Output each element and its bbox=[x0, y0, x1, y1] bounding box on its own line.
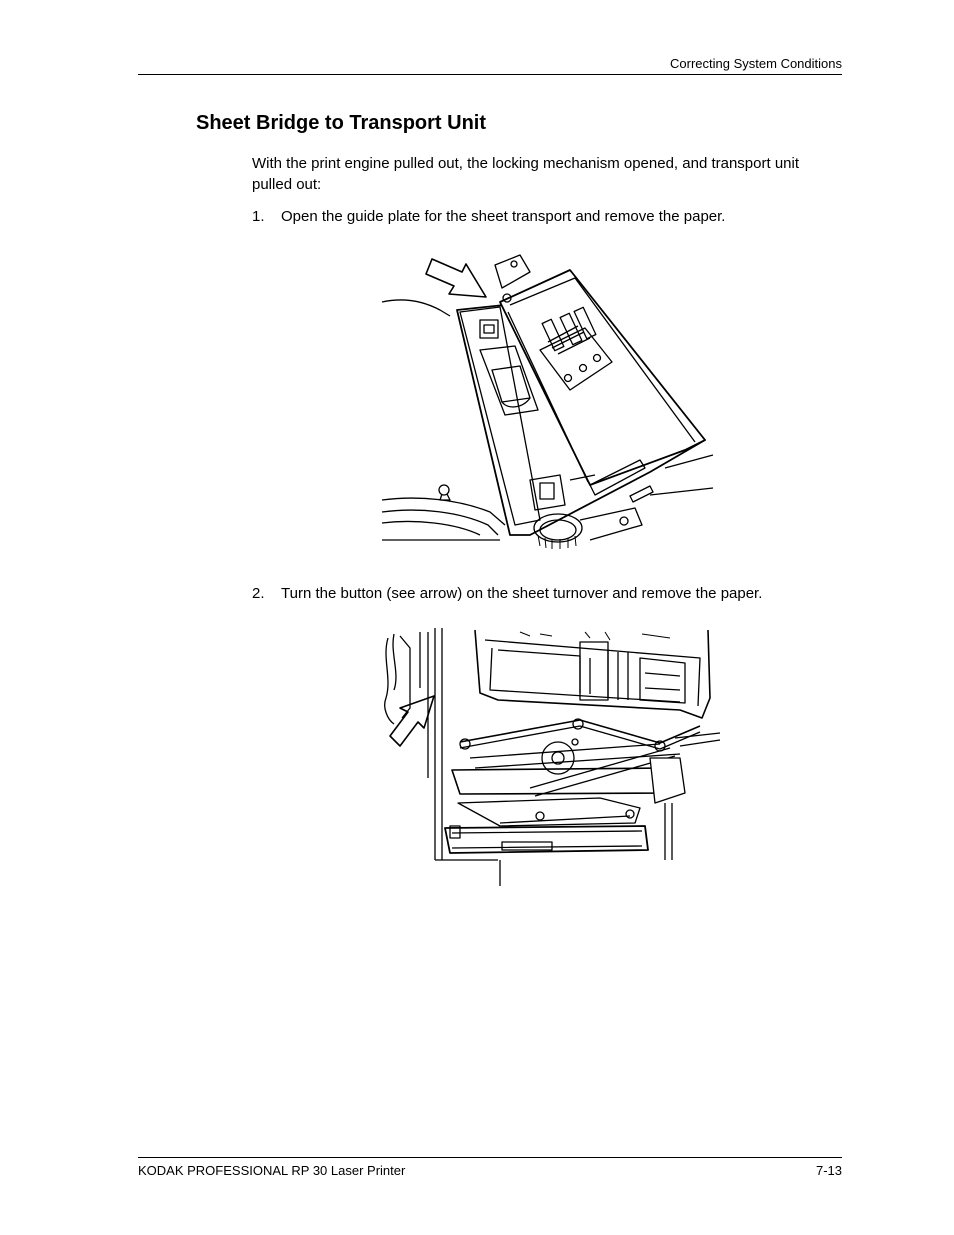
header-section-name: Correcting System Conditions bbox=[670, 56, 842, 71]
running-footer: KODAK PROFESSIONAL RP 30 Laser Printer 7… bbox=[138, 1157, 842, 1184]
sheet-turnover-illustration bbox=[380, 628, 721, 886]
intro-paragraph: With the print engine pulled out, the lo… bbox=[252, 155, 800, 193]
section-title: Sheet Bridge to Transport Unit bbox=[196, 112, 487, 134]
page-number: 7-13 bbox=[815, 1163, 842, 1178]
step-number: 1. bbox=[252, 208, 265, 225]
step-number: 2. bbox=[252, 585, 265, 602]
footer-product-name: KODAK PROFESSIONAL RP 30 Laser Printer bbox=[138, 1163, 406, 1178]
running-header: Correcting System Conditions bbox=[138, 55, 842, 75]
step-text: Turn the button (see arrow) on the sheet… bbox=[281, 585, 763, 602]
guide-plate-illustration bbox=[380, 250, 715, 550]
arrow-icon bbox=[425, 258, 487, 298]
step-text: Open the guide plate for the sheet trans… bbox=[281, 208, 726, 225]
